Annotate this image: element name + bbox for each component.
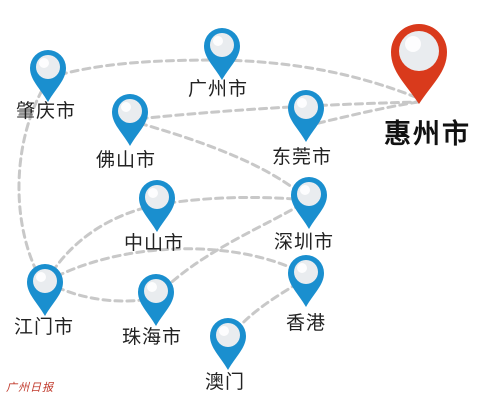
route-zhuhai-shenzhen	[153, 198, 310, 300]
pin-zhuhai[interactable]	[136, 272, 176, 328]
city-label-shenzhen: 深圳市	[274, 231, 335, 253]
map-pin-icon	[288, 255, 324, 307]
pin-huizhou[interactable]	[388, 22, 450, 106]
map-pin-icon	[138, 274, 174, 326]
map-pin-icon	[391, 24, 447, 104]
route-guangzhou-huizhou	[220, 58, 420, 100]
map-pin-icon	[210, 318, 246, 370]
route-zhaoqing-jiangmen	[17, 78, 50, 287]
map-pin-icon	[30, 50, 66, 102]
pin-foshan[interactable]	[110, 92, 150, 148]
route-zhongshan-shenzhen	[154, 195, 310, 207]
route-jiangmen-hongkong	[44, 247, 308, 284]
map-pin-icon	[139, 180, 175, 232]
city-label-jiangmen: 江门市	[14, 316, 75, 338]
city-label-zhaoqing: 肇庆市	[16, 100, 77, 122]
pin-guangzhou[interactable]	[202, 26, 242, 82]
city-label-macau: 澳门	[205, 371, 246, 393]
map-pin-icon	[204, 28, 240, 80]
route-zhaoqing-guangzhou	[46, 58, 222, 80]
route-foshan-huizhou	[126, 100, 420, 122]
map-pin-icon	[112, 94, 148, 146]
pin-jiangmen[interactable]	[25, 262, 65, 318]
city-label-hongkong: 香港	[286, 312, 327, 334]
pin-hongkong[interactable]	[286, 253, 326, 309]
map-pin-icon	[27, 264, 63, 316]
pin-zhongshan[interactable]	[137, 178, 177, 234]
city-label-guangzhou: 广州市	[188, 78, 249, 100]
city-label-zhuhai: 珠海市	[122, 326, 183, 348]
pin-dongguan[interactable]	[286, 88, 326, 144]
pin-zhaoqing[interactable]	[28, 48, 68, 104]
city-label-dongguan: 东莞市	[272, 146, 333, 168]
map-pin-icon	[291, 177, 327, 229]
pin-shenzhen[interactable]	[289, 175, 329, 231]
city-label-huizhou: 惠州市	[384, 119, 471, 150]
pin-macau[interactable]	[208, 316, 248, 372]
city-label-zhongshan: 中山市	[124, 232, 185, 254]
city-label-foshan: 佛山市	[96, 149, 157, 171]
map-pin-icon	[288, 90, 324, 142]
watermark-logo: 广州日报	[6, 381, 54, 394]
